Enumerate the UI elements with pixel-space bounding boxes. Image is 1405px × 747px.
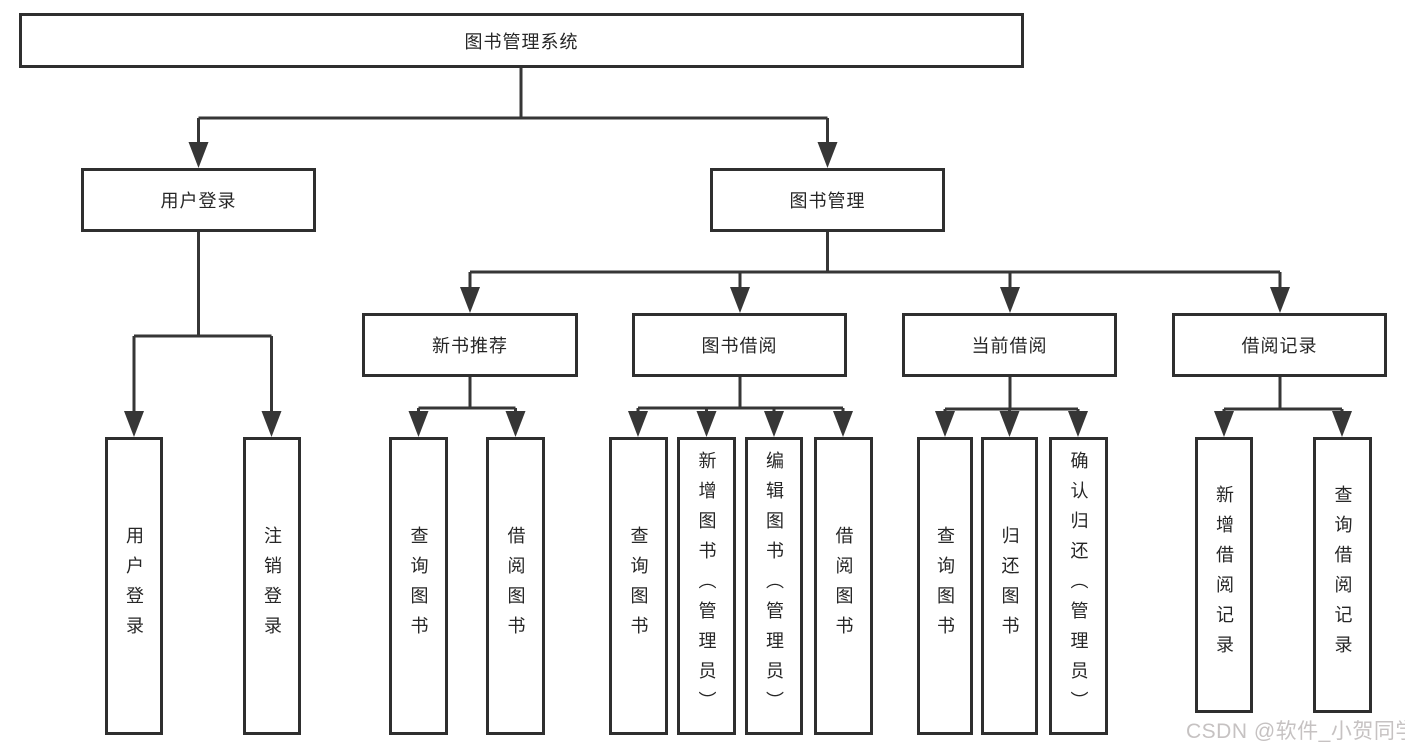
leaf-borrow-book: 借阅图书 bbox=[486, 437, 545, 735]
node-new-book-recommend: 新书推荐 bbox=[362, 313, 578, 377]
node-label: 借阅记录 bbox=[1241, 336, 1318, 356]
node-label: 新书推荐 bbox=[432, 336, 508, 356]
leaf-confirm-return-admin: 确认归还（管理员） bbox=[1049, 437, 1108, 735]
leaf-label: 注销登录 bbox=[262, 526, 282, 646]
leaf-query-book: 查询图书 bbox=[917, 437, 973, 735]
leaf-label: 新增借阅记录 bbox=[1214, 485, 1234, 665]
leaf-logout: 注销登录 bbox=[243, 437, 301, 735]
leaf-edit-book-admin: 编辑图书（管理员） bbox=[745, 437, 803, 735]
arrowheads bbox=[124, 142, 1352, 437]
node-label: 图书借阅 bbox=[701, 336, 778, 356]
connector-lines bbox=[132, 68, 1344, 414]
node-book-management: 图书管理 bbox=[710, 168, 945, 232]
leaf-label: 借阅图书 bbox=[505, 526, 526, 646]
leaf-label: 编辑图书（管理员） bbox=[764, 451, 784, 721]
leaf-add-borrow-record: 新增借阅记录 bbox=[1195, 437, 1253, 713]
node-label: 图书管理系统 bbox=[464, 31, 579, 52]
leaf-label: 新增图书（管理员） bbox=[696, 451, 717, 721]
node-label: 当前借阅 bbox=[971, 336, 1048, 356]
leaf-query-book: 查询图书 bbox=[609, 437, 668, 735]
node-book-borrow: 图书借阅 bbox=[632, 313, 847, 377]
csdn-watermark: CSDN @软件_小贺同学 bbox=[1186, 720, 1405, 743]
node-current-borrow: 当前借阅 bbox=[902, 313, 1117, 377]
leaf-label: 归还图书 bbox=[999, 526, 1020, 646]
leaf-query-book: 查询图书 bbox=[389, 437, 448, 735]
leaf-borrow-book: 借阅图书 bbox=[814, 437, 873, 735]
leaf-add-book-admin: 新增图书（管理员） bbox=[677, 437, 736, 735]
node-label: 图书管理 bbox=[789, 191, 866, 211]
leaf-label: 查询图书 bbox=[935, 526, 955, 646]
node-label: 用户登录 bbox=[160, 191, 237, 211]
node-library-management-system: 图书管理系统 bbox=[19, 13, 1024, 68]
node-user-login: 用户登录 bbox=[81, 168, 316, 232]
leaf-label: 用户登录 bbox=[124, 526, 144, 646]
leaf-user-login: 用户登录 bbox=[105, 437, 163, 735]
leaf-label: 借阅图书 bbox=[833, 526, 854, 646]
leaf-return-book: 归还图书 bbox=[981, 437, 1038, 735]
leaf-label: 查询图书 bbox=[408, 526, 429, 646]
leaf-query-borrow-record: 查询借阅记录 bbox=[1313, 437, 1372, 713]
leaf-label: 查询借阅记录 bbox=[1332, 485, 1353, 665]
leaf-label: 确认归还（管理员） bbox=[1068, 451, 1089, 721]
leaf-label: 查询图书 bbox=[628, 526, 649, 646]
node-borrow-records: 借阅记录 bbox=[1172, 313, 1387, 377]
